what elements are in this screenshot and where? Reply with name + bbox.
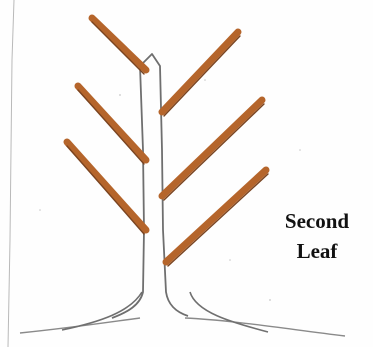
right-branch-top-shadow [164, 36, 240, 116]
right-branches [162, 32, 268, 266]
caption-label: Second Leaf [262, 206, 372, 266]
left-branch-middle [78, 86, 146, 160]
trunk-base [62, 292, 268, 332]
ground-line [20, 318, 345, 336]
left-branch-top [92, 18, 146, 70]
left-branch-lower [67, 142, 146, 230]
left-branch-middle-shadow [78, 90, 144, 164]
right-branch-top [162, 32, 238, 112]
caption-line-1: Second [262, 206, 372, 236]
right-branch-middle [162, 100, 262, 196]
caption-line-2: Leaf [262, 236, 372, 266]
left-branch-lower-shadow [67, 146, 144, 234]
left-branch-top-shadow [92, 22, 144, 74]
paper-edge-line [8, 0, 14, 347]
right-branch-lower-shadow [168, 174, 268, 266]
left-branches [67, 18, 146, 234]
